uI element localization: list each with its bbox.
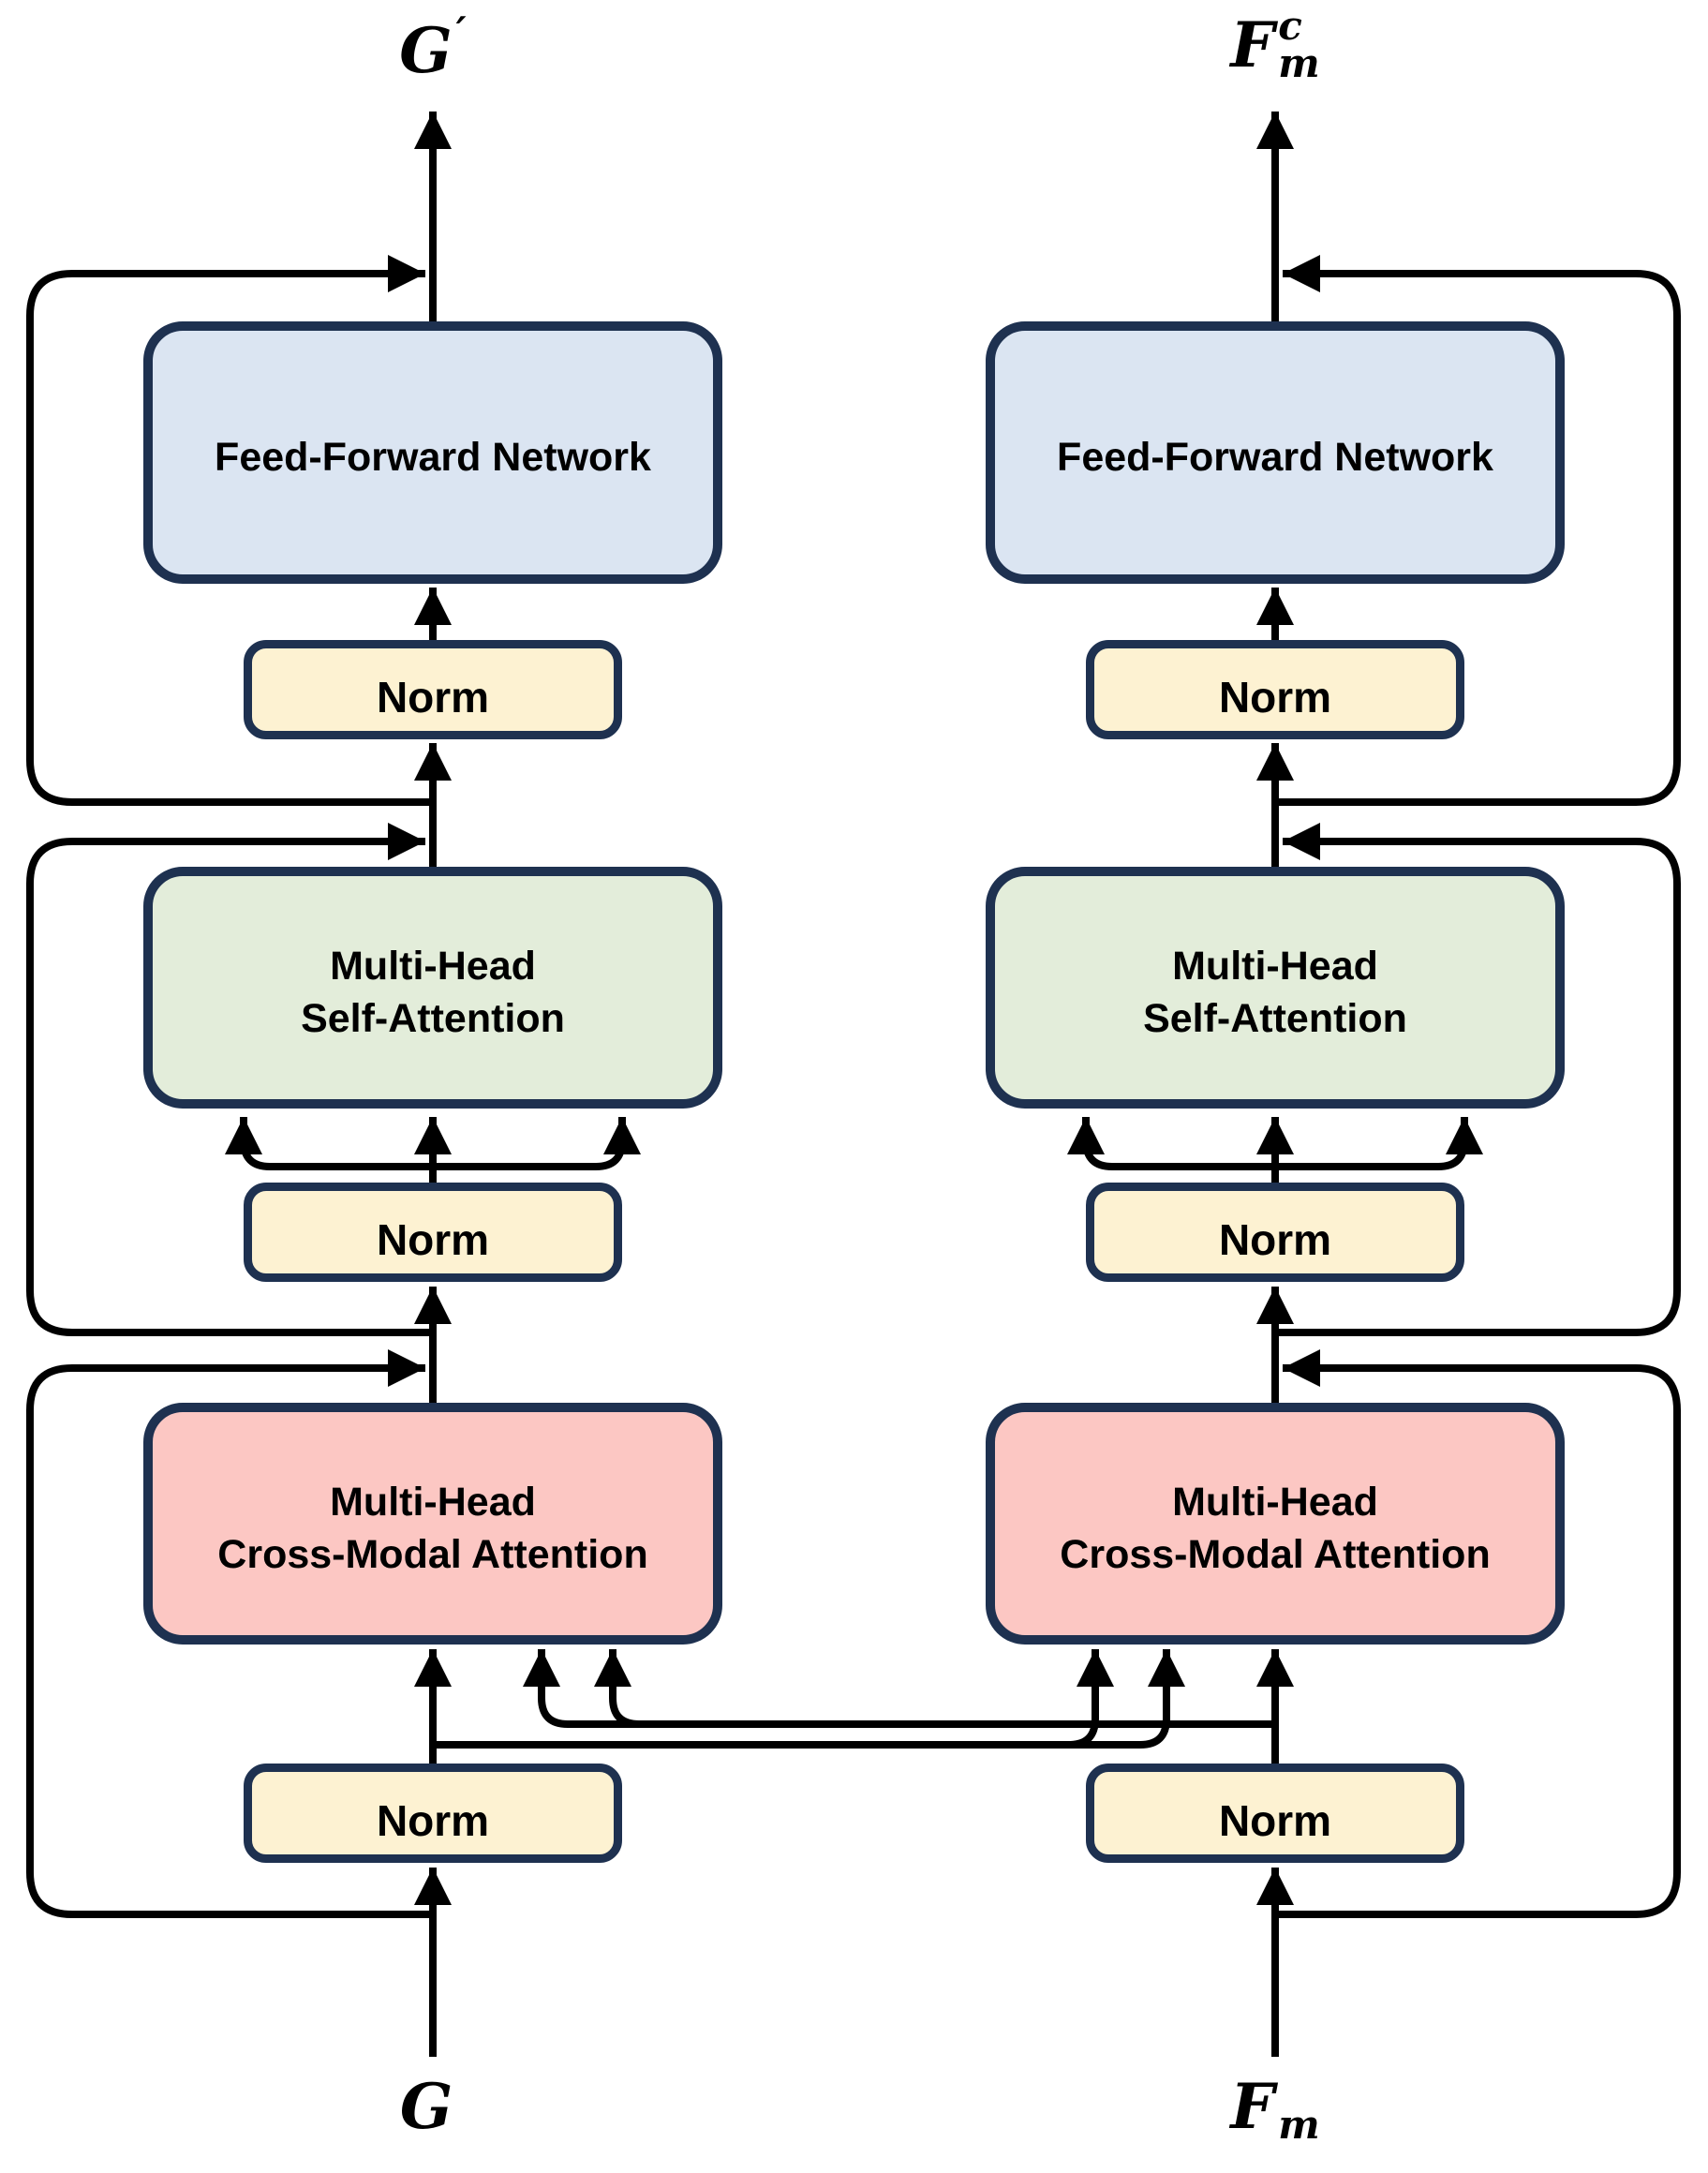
left-trident-right-arrow — [433, 1117, 641, 1170]
right-input-sup — [1278, 2069, 1319, 2106]
left-to-right-cross-link-branch — [1068, 1649, 1114, 1749]
left-input-sub — [456, 2106, 466, 2144]
right-cross-modal-label-line2: Cross-Modal Attention — [1060, 1532, 1491, 1577]
left-input-sup — [456, 2069, 466, 2106]
left-output-sup: ′ — [455, 8, 467, 54]
right-norm-bottom-label: Norm — [1218, 1796, 1332, 1845]
right-self-attention-label-line2: Self-Attention — [1143, 996, 1407, 1041]
left-output-sub — [456, 51, 467, 88]
right-norm-top-label: Norm — [1218, 673, 1332, 722]
right-norm-block-middle: Norm — [1086, 1183, 1464, 1282]
left-residual-loops — [26, 255, 433, 1918]
right-to-left-cross-link — [523, 1649, 1275, 1728]
right-input-sub: m — [1278, 2102, 1320, 2148]
left-input-base: G — [399, 2070, 453, 2143]
left-input-scripts — [456, 2069, 466, 2144]
left-mhsa-residual-loop — [26, 823, 433, 1336]
right-feed-forward-label: Feed-Forward Network — [1057, 435, 1493, 480]
right-norm-block-bottom: Norm — [1086, 1764, 1464, 1863]
right-feed-forward-block: Feed-Forward Network — [986, 321, 1565, 584]
left-self-attention-label-line1: Multi-Head — [330, 944, 536, 989]
right-to-left-cross-link-branch — [594, 1649, 640, 1728]
left-norm-middle-label: Norm — [376, 1215, 490, 1264]
left-output-base: G — [399, 14, 453, 87]
right-norm-block-top: Norm — [1086, 640, 1464, 739]
right-self-attention-trident — [1067, 1117, 1483, 1183]
left-cross-modal-attention-block: Multi-Head Cross-Modal Attention — [143, 1403, 722, 1645]
right-output-base: F — [1230, 8, 1275, 82]
left-cross-modal-label-line2: Cross-Modal Attention — [217, 1532, 648, 1577]
right-output-label: F c m — [1230, 3, 1320, 86]
right-input-base: F — [1230, 2070, 1275, 2143]
right-mhsa-residual-loop — [1275, 823, 1681, 1336]
right-output-sub: m — [1278, 40, 1320, 86]
right-output-sup: c — [1278, 3, 1302, 49]
right-mhcma-residual-loop — [1275, 1349, 1681, 1918]
left-output-scripts: ′ — [455, 8, 467, 88]
right-norm-middle-label: Norm — [1218, 1215, 1332, 1264]
left-norm-block-bottom: Norm — [244, 1764, 622, 1863]
left-cross-modal-label-line1: Multi-Head — [330, 1480, 536, 1525]
left-trident-left-arrow — [225, 1117, 433, 1170]
left-input-label: G — [400, 2069, 466, 2144]
left-feed-forward-block: Feed-Forward Network — [143, 321, 722, 584]
right-output-scripts: c m — [1278, 3, 1320, 86]
right-input-scripts: m — [1278, 2069, 1320, 2148]
left-norm-block-middle: Norm — [244, 1183, 622, 1282]
right-trident-right-arrow — [1275, 1117, 1483, 1170]
left-norm-block-top: Norm — [244, 640, 622, 739]
left-self-attention-block: Multi-Head Self-Attention — [143, 867, 722, 1109]
right-cross-modal-attention-block: Multi-Head Cross-Modal Attention — [986, 1403, 1565, 1645]
right-trident-left-arrow — [1067, 1117, 1275, 1170]
right-ffn-residual-loop — [1275, 255, 1681, 806]
left-feed-forward-label: Feed-Forward Network — [215, 435, 651, 480]
left-norm-top-label: Norm — [376, 673, 490, 722]
left-to-right-cross-link — [433, 1649, 1185, 1749]
left-self-attention-trident — [225, 1117, 641, 1183]
left-self-attention-label-line2: Self-Attention — [301, 996, 565, 1041]
right-self-attention-block: Multi-Head Self-Attention — [986, 867, 1565, 1109]
right-input-label: F m — [1230, 2069, 1320, 2148]
left-norm-bottom-label: Norm — [376, 1796, 490, 1845]
right-self-attention-label-line1: Multi-Head — [1172, 944, 1378, 989]
right-cross-modal-label-line1: Multi-Head — [1172, 1480, 1378, 1525]
left-mhcma-residual-loop — [26, 1349, 433, 1918]
cross-modal-exchange-links — [433, 1649, 1275, 1749]
left-ffn-residual-loop — [26, 255, 433, 806]
right-residual-loops — [1275, 255, 1681, 1918]
left-output-label: G ′ — [399, 8, 467, 88]
